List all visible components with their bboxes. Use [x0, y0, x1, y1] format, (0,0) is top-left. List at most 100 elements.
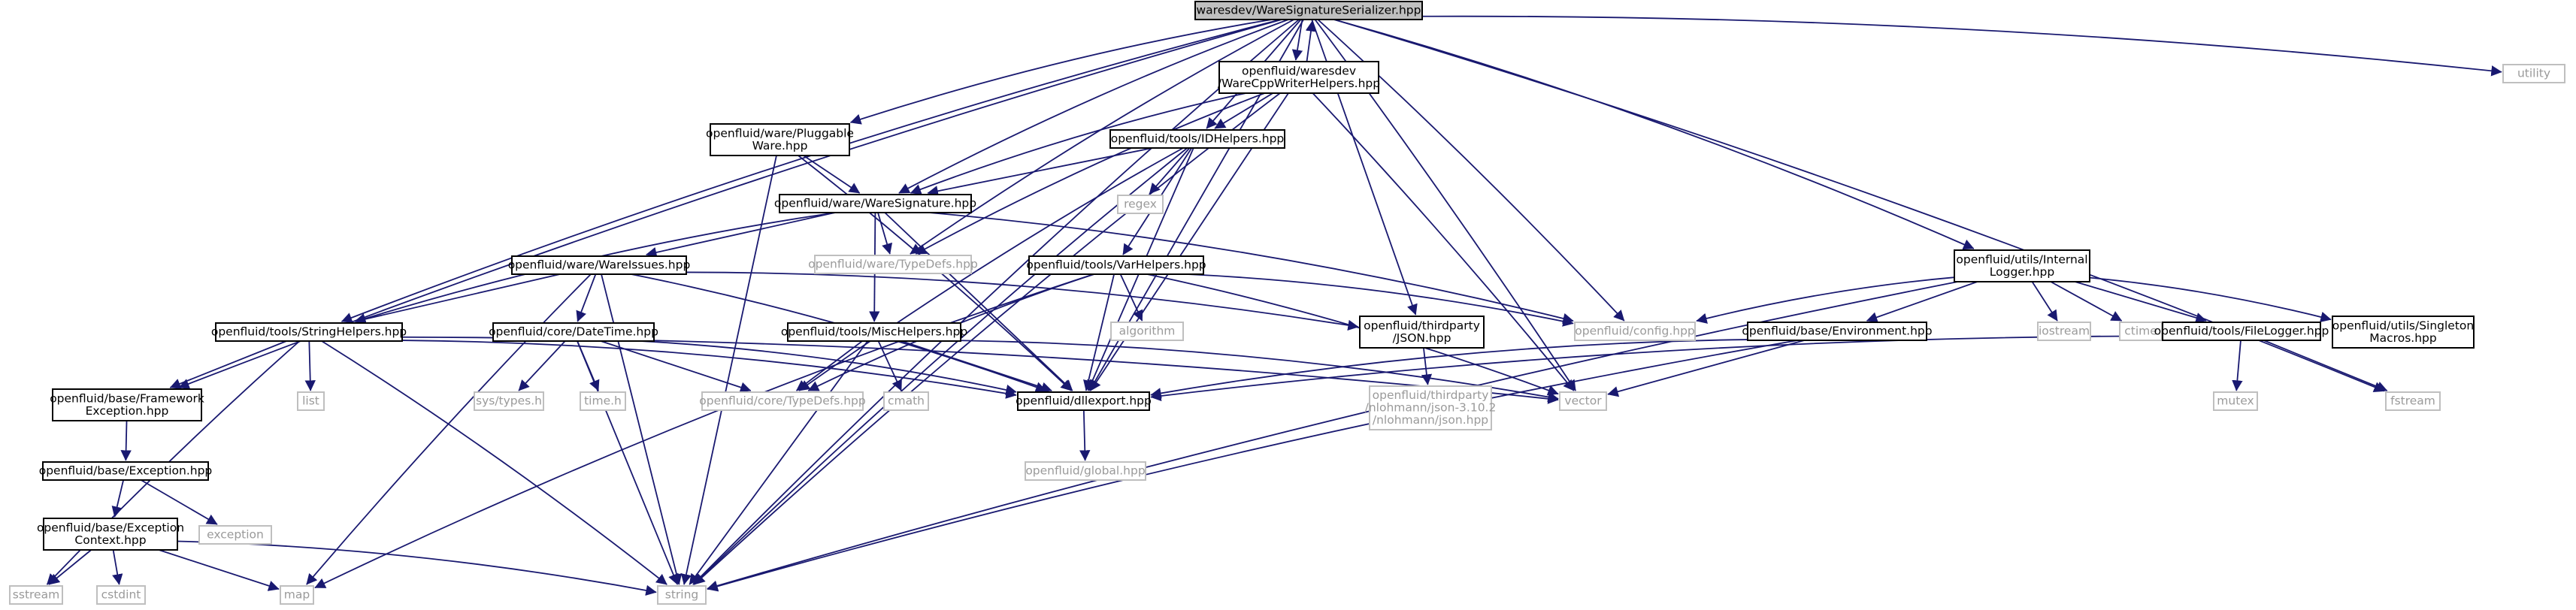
edge-stringhelpers-to-list [304, 340, 316, 391]
node-box-nlohmann [1369, 385, 1492, 430]
node-exception_hpp[interactable]: openfluid/base/Exception.hpp [39, 461, 213, 481]
node-label-dllexport-line-0: openfluid/dllexport.hpp [1016, 394, 1152, 408]
node-varhelpers[interactable]: openfluid/tools/VarHelpers.hpp [1026, 255, 1206, 275]
node-label-regex-line-0: regex [1124, 198, 1157, 211]
node-mischelpers[interactable]: openfluid/tools/MiscHelpers.hpp [781, 322, 967, 342]
node-label-cstdint-line-0: cstdint [101, 588, 141, 602]
node-label-vector-line-0: vector [1564, 394, 1602, 408]
node-box-iostream [2037, 322, 2091, 341]
node-label-cpp_writer-line-1: /WareCppWriterHelpers.hpp [1218, 77, 1380, 90]
edge-internal_logger-to-filelogger [2075, 281, 2207, 323]
edge-mischelpers-to-string [689, 340, 868, 585]
node-label-cmath-line-0: cmath [888, 394, 925, 408]
edge-varhelpers-to-map [314, 273, 1094, 589]
edge-dllexport-to-global [1079, 409, 1091, 461]
node-utility: utility [2502, 64, 2565, 83]
node-box-framework_exc [52, 388, 202, 421]
edge-wareissues-to-json [686, 271, 1359, 331]
node-box-string [657, 585, 707, 605]
edge-root-to-config [1317, 19, 1625, 322]
node-idhelpers[interactable]: openfluid/tools/IDHelpers.hpp [1109, 129, 1285, 149]
node-box-list [297, 391, 325, 411]
edge-internal_logger-to-config [1696, 276, 1955, 324]
node-label-config-line-0: openfluid/config.hpp [1575, 325, 1695, 338]
node-box-timeh [580, 391, 626, 411]
node-box-exception [198, 525, 272, 545]
node-map: map [280, 585, 314, 605]
edge-internal_logger-to-string [707, 281, 1958, 591]
edge-root-to-waresig [898, 19, 1289, 194]
node-typedefs: openfluid/ware/TypeDefs.hpp [808, 255, 978, 274]
edge-cpp_writer-to-idhelpers [1214, 92, 1273, 129]
node-label-json-line-0: openfluid/thirdparty [1364, 319, 1480, 332]
node-box-config [1574, 322, 1696, 341]
edge-cpp_writer-to-waresig [910, 92, 1246, 195]
edge-json-to-nlohmann [1421, 347, 1433, 385]
edge-varhelpers-to-dllexport [1083, 273, 1115, 391]
node-box-cmath [883, 391, 929, 411]
edge-exc_context-to-map [159, 549, 280, 591]
node-label-global-line-0: openfluid/global.hpp [1025, 464, 1145, 478]
node-wareissues[interactable]: openfluid/ware/WareIssues.hpp [508, 255, 691, 275]
node-box-map [280, 585, 314, 605]
node-datetime[interactable]: openfluid/core/DateTime.hpp [489, 322, 658, 342]
node-label-timeh-line-0: time.h [584, 394, 622, 408]
node-environment[interactable]: openfluid/base/Environment.hpp [1742, 322, 1933, 341]
edge-exception_hpp-to-exception [141, 479, 218, 525]
edge-internal_logger-to-iostream [2031, 281, 2058, 322]
edge-root-to-internal_logger [1333, 19, 1975, 250]
edge-exc_context-to-cstdint [112, 549, 123, 585]
node-label-ctime-line-0: ctime [2124, 325, 2157, 338]
node-label-string-line-0: string [665, 588, 699, 602]
node-exception: exception [198, 525, 272, 545]
edge-exc_context-to-sstream [48, 549, 92, 585]
node-box-typedefs [814, 255, 972, 274]
nodes-layer: waresdev/WareSignatureSerializer.hpp util… [9, 1, 2565, 605]
node-stringhelpers[interactable]: openfluid/tools/StringHelpers.hpp [211, 322, 407, 342]
node-box-exception_hpp [42, 461, 209, 481]
edge-environment-to-dllexport [1150, 339, 1748, 399]
edge-idhelpers-to-waresig [927, 147, 1153, 197]
edge-mischelpers-to-vector [960, 340, 1559, 403]
edge-stringhelpers-to-string [321, 340, 667, 585]
node-label-typedefs-line-0: openfluid/ware/TypeDefs.hpp [808, 258, 978, 271]
edge-varhelpers-to-config [1187, 273, 1574, 327]
edge-root-to-pluggable [849, 19, 1273, 125]
node-fstream: fstream [2385, 391, 2441, 411]
edge-internal_logger-to-singleton [2089, 276, 2332, 322]
edge-mischelpers-to-coretypedefs [795, 340, 863, 391]
node-label-root-line-0: waresdev/WareSignatureSerializer.hpp [1197, 4, 1421, 17]
node-box-datetime [492, 322, 655, 342]
node-algorithm: algorithm [1110, 322, 1184, 341]
edge-stringhelpers-to-dllexport [401, 340, 1017, 399]
edge-mischelpers-to-dllexport [901, 340, 1052, 393]
node-waresig[interactable]: openfluid/ware/WareSignature.hpp [774, 194, 976, 213]
node-dllexport[interactable]: openfluid/dllexport.hpp [1016, 391, 1152, 411]
node-label-waresig-line-0: openfluid/ware/WareSignature.hpp [774, 197, 976, 210]
edge-idhelpers-to-coretypedefs [798, 147, 1184, 391]
node-cpp_writer[interactable]: openfluid/waresdev/WareCppWriterHelpers.… [1218, 61, 1380, 94]
node-label-environment-line-0: openfluid/base/Environment.hpp [1742, 325, 1932, 338]
node-box-cstdint [96, 585, 146, 605]
node-vector: vector [1559, 391, 1607, 411]
node-iostream: iostream [2037, 322, 2091, 341]
node-label-singleton-line-1: Macros.hpp [2369, 331, 2436, 345]
edge-idhelpers-to-string [693, 147, 1188, 585]
edge-cpp_writer-to-string [694, 92, 1281, 585]
node-label-fstream-line-0: fstream [2390, 394, 2435, 408]
node-root[interactable]: waresdev/WareSignatureSerializer.hpp [1194, 1, 1423, 20]
node-nlohmann: openfluid/thirdparty/nlohmann/json-3.10.… [1365, 385, 1496, 430]
node-json[interactable]: openfluid/thirdparty/JSON.hpp [1359, 316, 1485, 349]
node-label-nlohmann-line-2: /nlohmann/json.hpp [1373, 413, 1488, 427]
node-box-mutex [2213, 391, 2258, 411]
edge-waresig-to-dllexport [884, 212, 1073, 391]
node-box-mischelpers [787, 322, 961, 342]
node-label-datetime-line-0: openfluid/core/DateTime.hpp [489, 325, 658, 339]
edge-varhelpers-to-vector [1146, 273, 1559, 396]
node-filelogger[interactable]: openfluid/tools/FileLogger.hpp [2154, 322, 2329, 341]
